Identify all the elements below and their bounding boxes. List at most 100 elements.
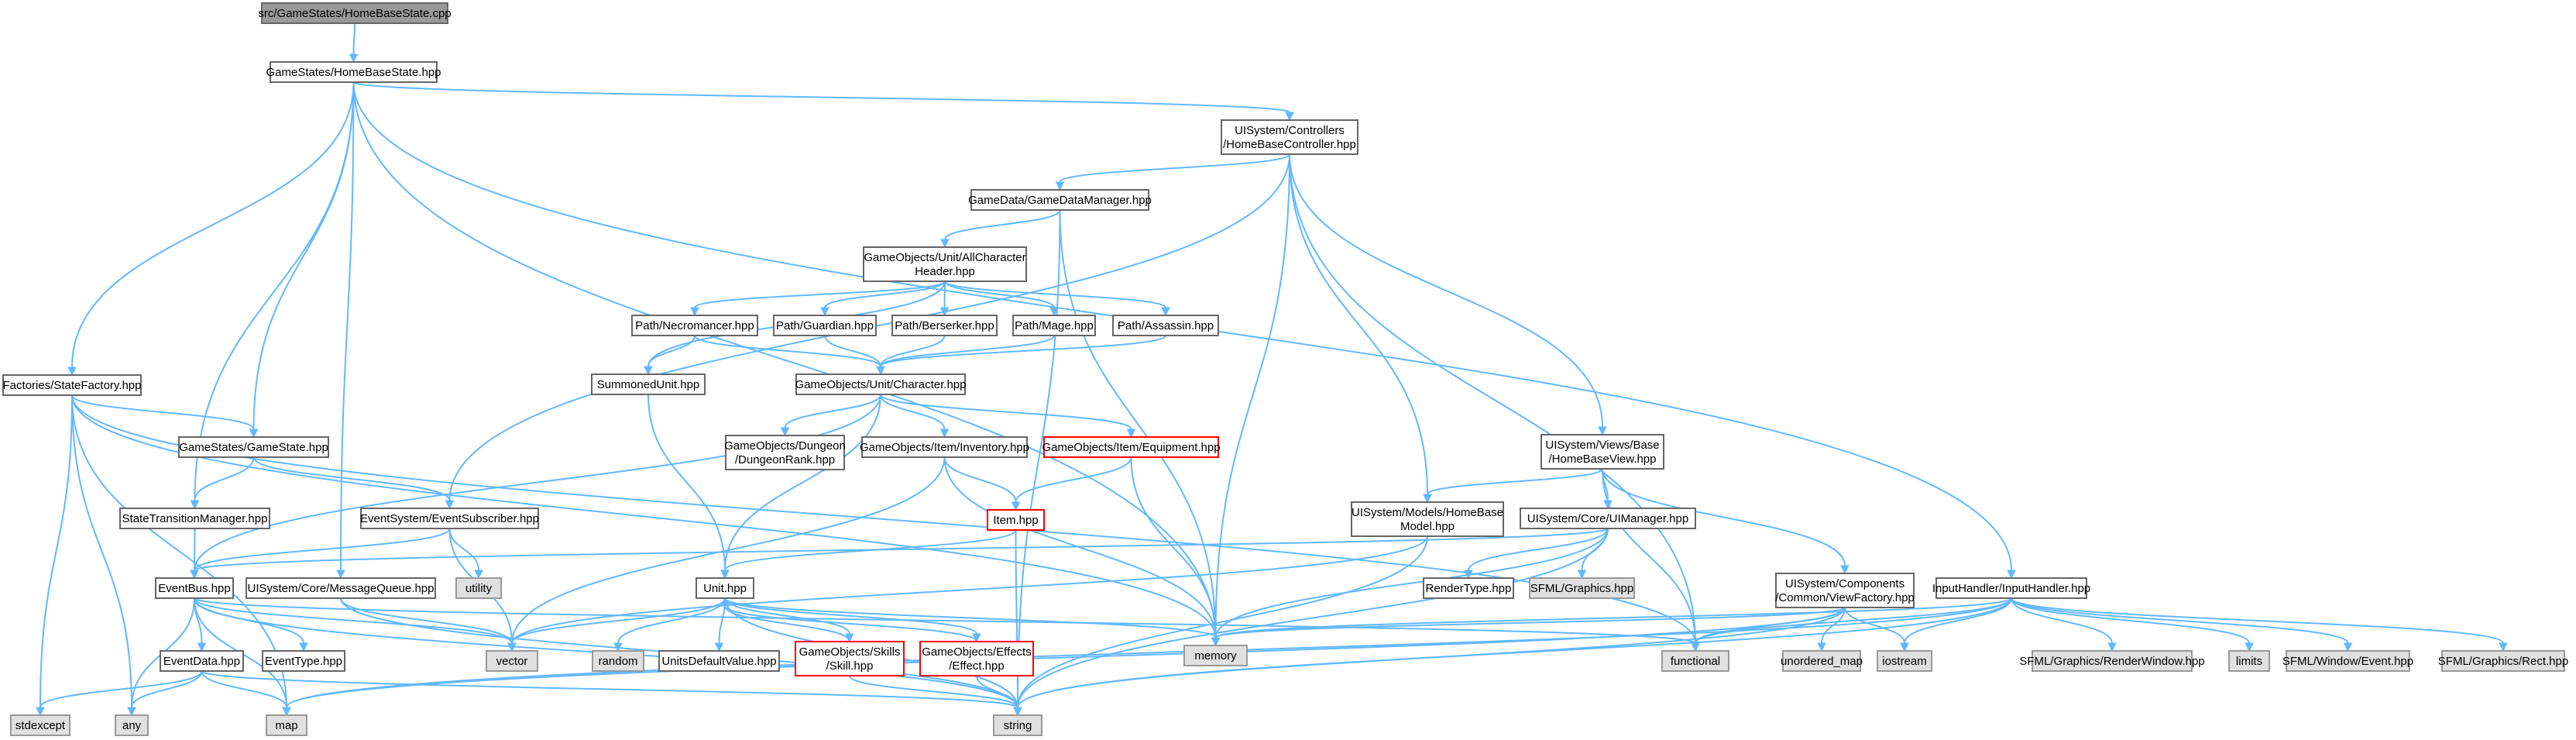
edge-inputhandler-to-renderwindow <box>2011 597 2117 652</box>
edge-equipment-to-memory <box>1130 456 1221 647</box>
node-messagequeue[interactable]: UISystem/Core/MessageQueue.hpp <box>246 577 436 599</box>
edge-hbmodel-to-vector <box>507 535 1428 652</box>
node-unit[interactable]: Unit.hpp <box>696 577 754 599</box>
node-label: UISystem/Core/MessageQueue.hpp <box>248 582 434 595</box>
edge-root-to-homebasestate <box>349 22 359 64</box>
node-item[interactable]: Item.hpp <box>987 509 1045 531</box>
node-box <box>262 650 345 672</box>
node-hbview[interactable]: UISystem/Views/Base/HomeBaseView.hpp <box>1540 434 1664 470</box>
node-label: UnitsDefaultValue.hpp <box>661 655 776 668</box>
edge-hbcontroller-to-hbmodel <box>1289 153 1432 504</box>
node-dungeonrank[interactable]: GameObjects/Dungeon/DungeonRank.hpp <box>724 435 846 470</box>
node-box <box>2286 650 2410 672</box>
node-equipment[interactable]: GameObjects/Item/Equipment.hpp <box>1042 436 1221 458</box>
node-box <box>970 189 1149 211</box>
node-box <box>10 714 70 736</box>
node-mage[interactable]: Path/Mage.hpp <box>1012 315 1096 336</box>
edge-statefactory-to-stdexcept <box>36 394 73 717</box>
node-statefactory[interactable]: Factories/StateFactory.hpp <box>2 374 142 396</box>
edge-inputhandler-to-limits <box>2011 597 2254 652</box>
node-character[interactable]: GameObjects/Unit/Character.hpp <box>795 373 967 395</box>
node-utility: utility <box>455 577 502 599</box>
node-inventory[interactable]: GameObjects/Item/Inventory.hpp <box>860 436 1029 458</box>
node-label: InputHandler/InputHandler.hpp <box>1932 582 2090 595</box>
node-box <box>1782 650 1861 672</box>
node-summonedunit[interactable]: SummonedUnit.hpp <box>591 373 706 395</box>
node-label: map <box>275 719 297 732</box>
node-label: GameStates/HomeBaseState.hpp <box>266 66 441 79</box>
node-label: Header.hpp <box>915 265 975 278</box>
node-label: UISystem/Models/HomeBase <box>1352 506 1503 519</box>
node-gamestate[interactable]: GameStates/GameState.hpp <box>178 436 329 458</box>
node-homebasestate[interactable]: GameStates/HomeBaseState.hpp <box>266 61 441 83</box>
node-box <box>360 508 539 529</box>
node-uimanager[interactable]: UISystem/Core/UIManager.hpp <box>1520 508 1696 529</box>
node-box <box>261 2 448 24</box>
node-label: Path/Mage.hpp <box>1015 319 1094 332</box>
node-label: vector <box>496 655 528 668</box>
edge-eventdata-to-stdexcept <box>36 670 203 717</box>
edge-inventory-to-item <box>943 456 1021 511</box>
node-viewfactory[interactable]: UISystem/Components/Common/ViewFactory.h… <box>1775 573 1915 608</box>
node-box <box>1423 577 1514 599</box>
edge-hbview-to-functional <box>1602 468 1700 652</box>
edge-gamedatamanager-to-memory <box>1059 209 1221 647</box>
edge-inputhandler-to-memory <box>1211 597 2012 647</box>
node-box <box>1520 508 1696 529</box>
edge-eventsubscriber-to-eventbus <box>190 528 451 580</box>
node-guardian[interactable]: Path/Guardian.hpp <box>773 315 877 336</box>
node-necromancer[interactable]: Path/Necromancer.hpp <box>631 315 758 336</box>
edge-gamestate-to-statetransition <box>190 456 255 510</box>
node-unitsdefault[interactable]: UnitsDefaultValue.hpp <box>658 650 780 672</box>
node-label: /Effect.hpp <box>949 659 1004 673</box>
node-inputhandler[interactable]: InputHandler/InputHandler.hpp <box>1932 577 2090 599</box>
node-label: Factories/StateFactory.hpp <box>3 379 142 392</box>
node-berserker[interactable]: Path/Berserker.hpp <box>891 315 998 336</box>
node-iostream: iostream <box>1877 650 1932 672</box>
node-skill[interactable]: GameObjects/Skills/Skill.hpp <box>795 641 905 676</box>
node-eventtype[interactable]: EventType.hpp <box>262 650 345 672</box>
node-box <box>1183 645 1248 666</box>
edge-inputhandler-to-map <box>282 597 2012 717</box>
node-label: SFML/Graphics/RenderWindow.hpp <box>2019 655 2204 668</box>
node-box <box>266 714 307 736</box>
node-rendertype[interactable]: RenderType.hpp <box>1423 577 1514 599</box>
node-box <box>486 650 538 672</box>
node-effect[interactable]: GameObjects/Effects/Effect.hpp <box>919 641 1034 676</box>
edge-allcharheader-to-necromancer <box>690 281 946 317</box>
node-label: /Skill.hpp <box>826 659 874 673</box>
node-assassin[interactable]: Path/Assassin.hpp <box>1112 315 1219 336</box>
node-gamedatamanager[interactable]: GameData/GameDataManager.hpp <box>968 189 1152 211</box>
node-sfmlevent: SFML/Window/Event.hpp <box>2282 650 2413 672</box>
node-eventsubscriber[interactable]: EventSystem/EventSubscriber.hpp <box>360 508 539 529</box>
node-hbcontroller[interactable]: UISystem/Controllers/HomeBaseController.… <box>1221 119 1358 155</box>
node-label: UISystem/Core/UIManager.hpp <box>1527 512 1688 525</box>
node-box <box>1012 315 1096 336</box>
node-label: Item.hpp <box>993 514 1038 527</box>
node-statetransition[interactable]: StateTransitionManager.hpp <box>119 508 270 529</box>
node-label: GameObjects/Dungeon <box>724 439 846 453</box>
node-label: /HomeBaseController.hpp <box>1223 138 1356 151</box>
node-label: Unit.hpp <box>703 582 747 595</box>
node-label: EventBus.hpp <box>158 582 230 595</box>
edge-assassin-to-character <box>876 335 1166 376</box>
node-box <box>861 436 1028 458</box>
node-label: stdexcept <box>15 719 66 732</box>
node-eventdata[interactable]: EventData.hpp <box>160 650 244 672</box>
node-root[interactable]: src/GameStates/HomeBaseState.cpp <box>258 2 452 24</box>
edge-statefactory-to-gamestate <box>71 394 259 439</box>
node-box <box>863 246 1027 282</box>
node-label: any <box>122 719 142 732</box>
node-box <box>160 650 244 672</box>
node-box <box>631 315 758 336</box>
edge-equipment-to-item <box>1011 456 1132 511</box>
node-box <box>795 373 966 395</box>
node-label: UISystem/Views/Base <box>1545 439 1659 452</box>
node-label: GameObjects/Effects <box>922 645 1031 659</box>
node-eventbus[interactable]: EventBus.hpp <box>155 577 234 599</box>
node-label: RenderType.hpp <box>1426 582 1512 595</box>
